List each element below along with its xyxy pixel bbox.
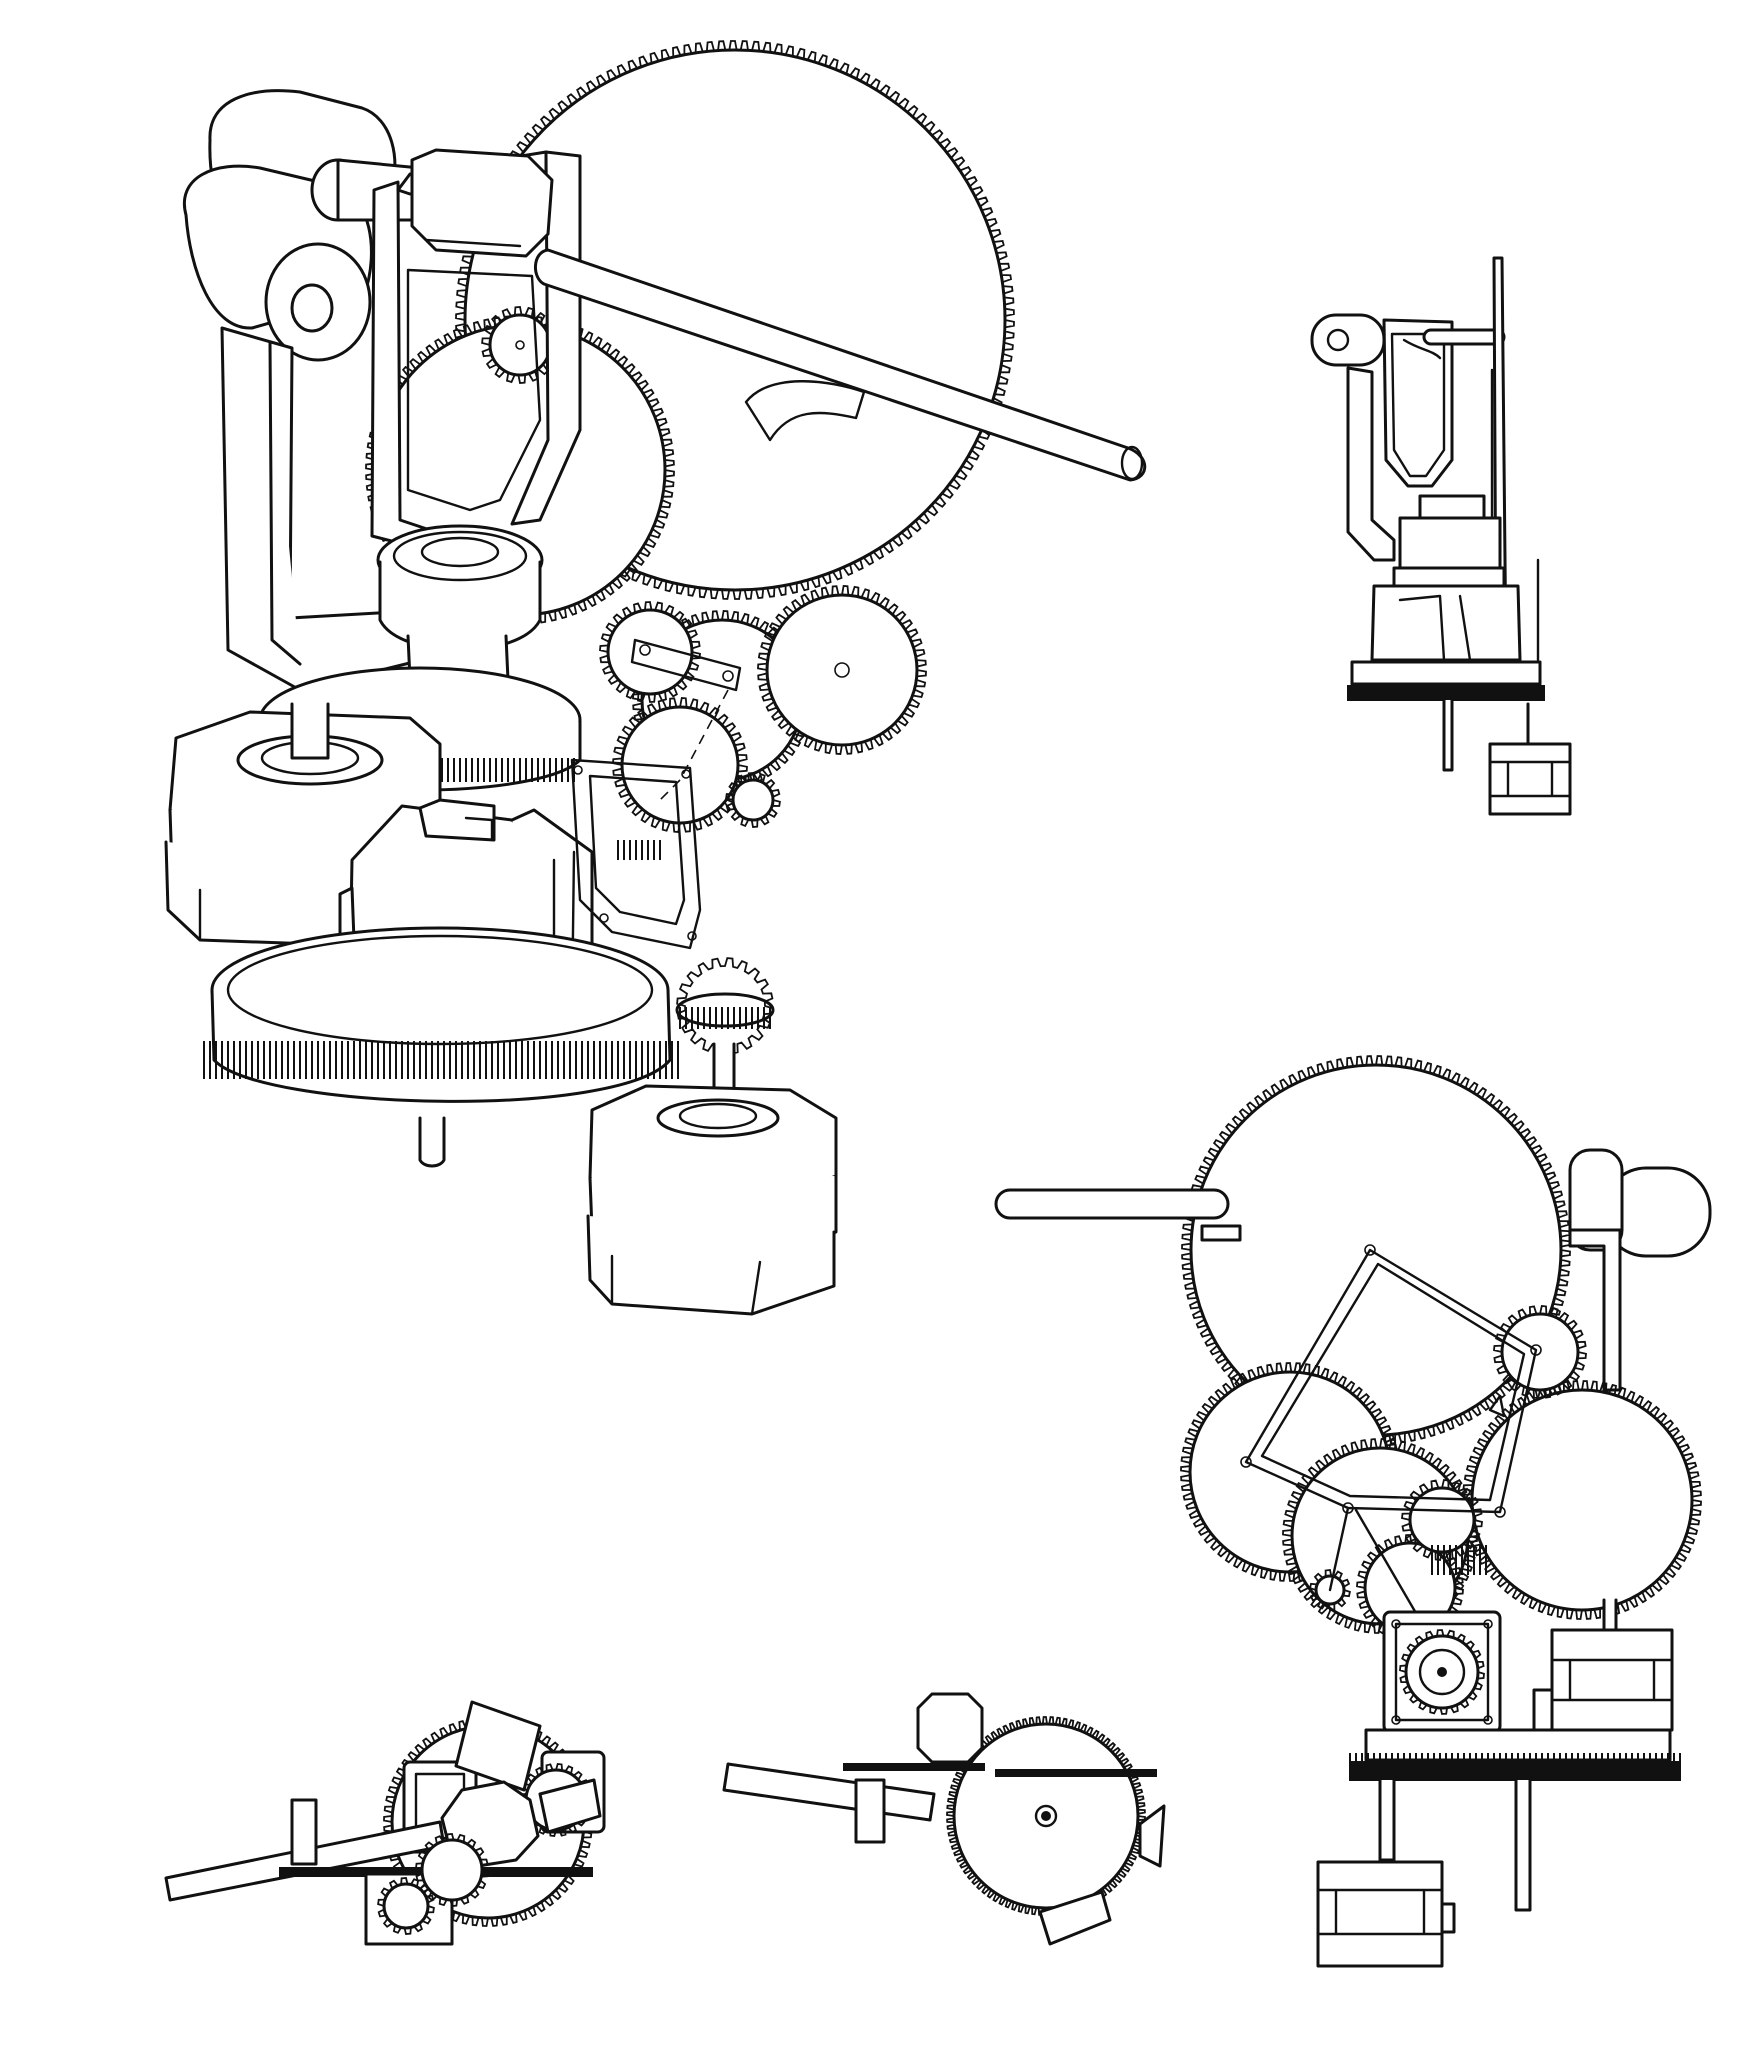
top-plan-view <box>164 1700 606 1946</box>
gear-teeth-ring <box>455 40 1015 600</box>
stepper-motor-base <box>586 957 838 1316</box>
gear-teeth-ring <box>725 772 781 828</box>
side-elevation-view <box>1310 256 1572 816</box>
gear-teeth-ring <box>676 957 774 1055</box>
gear-teeth-ring <box>1309 1569 1351 1611</box>
gear-teeth-band <box>203 1041 679 1079</box>
front-elevation-view <box>994 1055 1712 1968</box>
base-turntable-gear <box>203 926 679 1168</box>
gear-teeth-ring <box>612 697 748 833</box>
gear-teeth-band <box>1349 1753 1681 1771</box>
gear-teeth-ring <box>415 1833 489 1907</box>
isometric-exploded-view <box>164 40 1147 1316</box>
gear-teeth-band <box>1431 1545 1487 1575</box>
gear-teeth-ring <box>599 601 701 703</box>
gear-teeth-ring <box>757 585 927 755</box>
gear-teeth-band <box>617 840 661 860</box>
gear-teeth-ring <box>1493 1305 1587 1399</box>
gear-teeth-ring <box>1181 1055 1571 1445</box>
gear-teeth-ring <box>1399 1629 1485 1715</box>
gearbox-bracket <box>570 758 702 950</box>
gear-teeth-ring <box>377 1877 435 1935</box>
bottom-plan-view <box>722 1692 1166 1946</box>
